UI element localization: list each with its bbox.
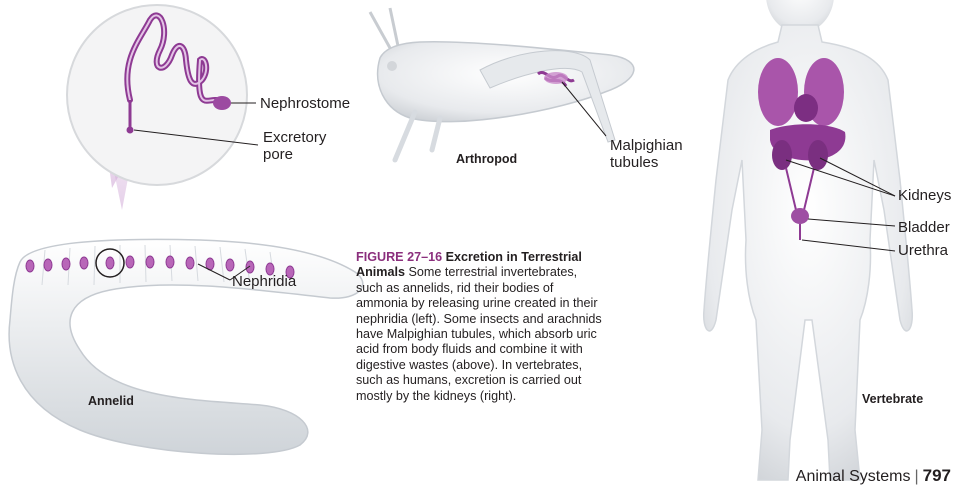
label-nephridia: Nephridia [232, 273, 296, 290]
label-bladder: Bladder [898, 219, 950, 236]
magnified-nephridium-circle [67, 5, 247, 185]
vertebrate-drawing [704, 0, 913, 480]
figure-caption: FIGURE 27–16 Excretion in Terrestrial An… [356, 250, 606, 404]
arthropod-drawing [370, 8, 634, 160]
label-excretory-pore: Excretory pore [263, 129, 326, 163]
label-urethra: Urethra [898, 242, 948, 259]
worm-body [9, 239, 363, 454]
right-kidney [808, 140, 828, 170]
footer-separator: | [914, 468, 918, 485]
bladder-shape [791, 208, 809, 224]
figure-body: Some terrestrial invertebrates, such as … [356, 265, 602, 402]
left-lung [758, 58, 798, 126]
heart [794, 94, 818, 122]
figure-number: FIGURE 27–16 [356, 250, 442, 264]
annelid-drawing [9, 5, 363, 454]
excretory-pore-dot [127, 127, 134, 134]
label-nephrostome: Nephrostome [260, 95, 350, 112]
caption-vertebrate: Vertebrate [862, 392, 923, 406]
footer-section: Animal Systems [796, 468, 911, 485]
page-footer: Animal Systems| 797 [796, 466, 951, 486]
left-kidney [772, 140, 792, 170]
label-kidneys: Kidneys [898, 187, 951, 204]
nephrostome-shape [213, 96, 231, 110]
page-number: 797 [923, 466, 951, 485]
caption-arthropod: Arthropod [456, 152, 517, 166]
label-malpighian-tubules: Malpighian tubules [610, 137, 683, 171]
caption-annelid: Annelid [88, 394, 134, 408]
